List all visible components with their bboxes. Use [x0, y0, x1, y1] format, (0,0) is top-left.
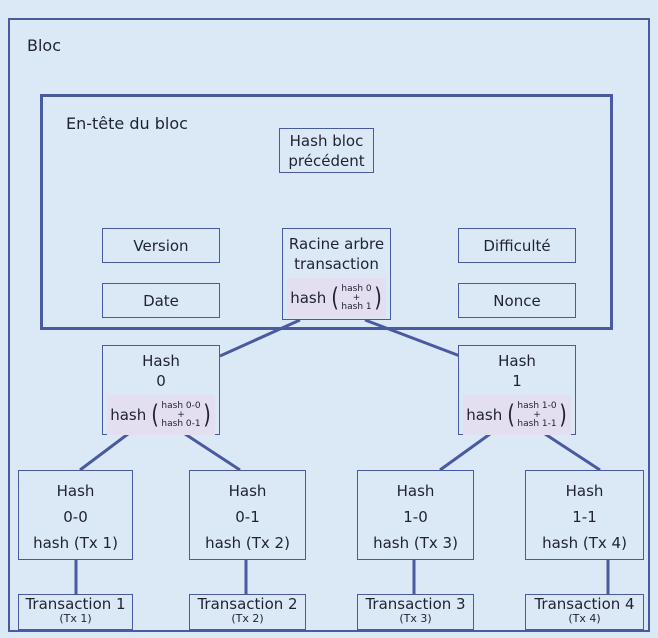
- date-box: Date: [102, 283, 220, 318]
- block-header-frame: [40, 94, 613, 330]
- leaf-hash-00-box: Hash 0-0 hash (Tx 1): [18, 470, 133, 560]
- transaction-2-name: Transaction 2: [197, 595, 298, 613]
- transaction-3-short: (Tx 3): [399, 612, 432, 625]
- block-title: Bloc: [27, 36, 62, 55]
- previous-hash-box: Hash bloc précédent: [279, 128, 374, 173]
- merkle-root-top: hash 0: [341, 283, 372, 294]
- merkle-root-line2: transaction: [294, 255, 379, 273]
- leaf-hash-11-formula: hash (Tx 4): [542, 534, 627, 552]
- transaction-4-name: Transaction 4: [534, 595, 635, 613]
- hash-0-line1: Hash: [142, 352, 180, 370]
- hash-1-line1: Hash: [498, 352, 536, 370]
- hash-0-fraction: hash 0-0 + hash 0-1: [161, 400, 201, 429]
- hash-0-line2: 0: [156, 372, 166, 390]
- leaf-hash-00-line2: 0-0: [63, 508, 88, 526]
- hash-1-plus: +: [533, 409, 541, 420]
- hash-1-formula: hash ( hash 1-0 + hash 1-1 ): [463, 395, 571, 435]
- hash-1-top: hash 1-0: [517, 400, 557, 411]
- open-paren: (: [151, 400, 160, 430]
- leaf-hash-00-line1: Hash: [56, 482, 95, 500]
- difficulty-box: Difficulté: [458, 228, 576, 263]
- transaction-1-short: (Tx 1): [59, 612, 92, 625]
- merkle-root-line1: Racine arbre: [288, 235, 385, 253]
- transaction-3-name: Transaction 3: [365, 595, 466, 613]
- leaf-hash-01-line2: 0-1: [235, 508, 260, 526]
- leaf-hash-10-line2: 1-0: [403, 508, 428, 526]
- close-paren: ): [558, 400, 567, 430]
- transaction-1-box: Transaction 1 (Tx 1): [18, 594, 133, 630]
- connector-root-hash0: [219, 318, 301, 358]
- connector-hash0-leaf00: [79, 432, 129, 472]
- block-header-title: En-tête du bloc: [66, 114, 188, 133]
- transaction-3-box: Transaction 3 (Tx 3): [357, 594, 474, 630]
- hash-1-hash-label: hash: [466, 406, 503, 424]
- connector-root-hash1: [364, 318, 461, 358]
- hash-0-formula: hash ( hash 0-0 + hash 0-1 ): [107, 395, 215, 435]
- leaf-hash-11-line2: 1-1: [572, 508, 597, 526]
- hash-1-bottom: hash 1-1: [517, 418, 557, 429]
- transaction-4-box: Transaction 4 (Tx 4): [525, 594, 644, 630]
- hash-1-box: Hash 1 hash ( hash 1-0 + hash 1-1 ): [458, 345, 576, 435]
- merkle-root-bottom: hash 1: [341, 301, 372, 312]
- nonce-box: Nonce: [458, 283, 576, 318]
- leaf-hash-00-formula: hash (Tx 1): [33, 534, 118, 552]
- connector-hash1-leaf11: [544, 432, 601, 472]
- transaction-1-name: Transaction 1: [25, 595, 126, 613]
- hash-0-hash-label: hash: [110, 406, 147, 424]
- version-box: Version: [102, 228, 220, 263]
- leaf-hash-01-line1: Hash: [228, 482, 267, 500]
- connector-hash0-leaf01: [184, 432, 241, 472]
- merkle-root-box: Racine arbre transaction hash ( hash 0 +…: [282, 228, 391, 320]
- connector-hash1-leaf10: [439, 432, 491, 472]
- hash-1-fraction: hash 1-0 + hash 1-1: [517, 400, 557, 429]
- hash-0-top: hash 0-0: [161, 400, 201, 411]
- open-paren: (: [507, 400, 516, 430]
- transaction-4-short: (Tx 4): [568, 612, 601, 625]
- hash-1-line2: 1: [512, 372, 522, 390]
- previous-hash-line1: Hash bloc: [289, 131, 364, 150]
- leaf-hash-10-line1: Hash: [396, 482, 435, 500]
- transaction-2-box: Transaction 2 (Tx 2): [189, 594, 306, 630]
- close-paren: ): [373, 283, 382, 313]
- merkle-root-plus: +: [352, 292, 361, 303]
- hash-0-plus: +: [177, 409, 185, 420]
- hash-0-bottom: hash 0-1: [161, 418, 201, 429]
- transaction-2-short: (Tx 2): [231, 612, 264, 625]
- leaf-hash-01-formula: hash (Tx 2): [205, 534, 290, 552]
- leaf-hash-01-box: Hash 0-1 hash (Tx 2): [189, 470, 306, 560]
- close-paren: ): [202, 400, 211, 430]
- previous-hash-line2: précédent: [288, 151, 365, 170]
- leaf-hash-10-formula: hash (Tx 3): [373, 534, 458, 552]
- leaf-hash-11-box: Hash 1-1 hash (Tx 4): [525, 470, 644, 560]
- merkle-root-formula: hash ( hash 0 + hash 1 ): [287, 278, 386, 318]
- leaf-hash-11-line1: Hash: [565, 482, 604, 500]
- merkle-root-hash-label: hash: [290, 289, 327, 307]
- merkle-root-fraction: hash 0 + hash 1: [341, 283, 372, 312]
- open-paren: (: [331, 283, 340, 313]
- hash-0-box: Hash 0 hash ( hash 0-0 + hash 0-1 ): [102, 345, 220, 435]
- leaf-hash-10-box: Hash 1-0 hash (Tx 3): [357, 470, 474, 560]
